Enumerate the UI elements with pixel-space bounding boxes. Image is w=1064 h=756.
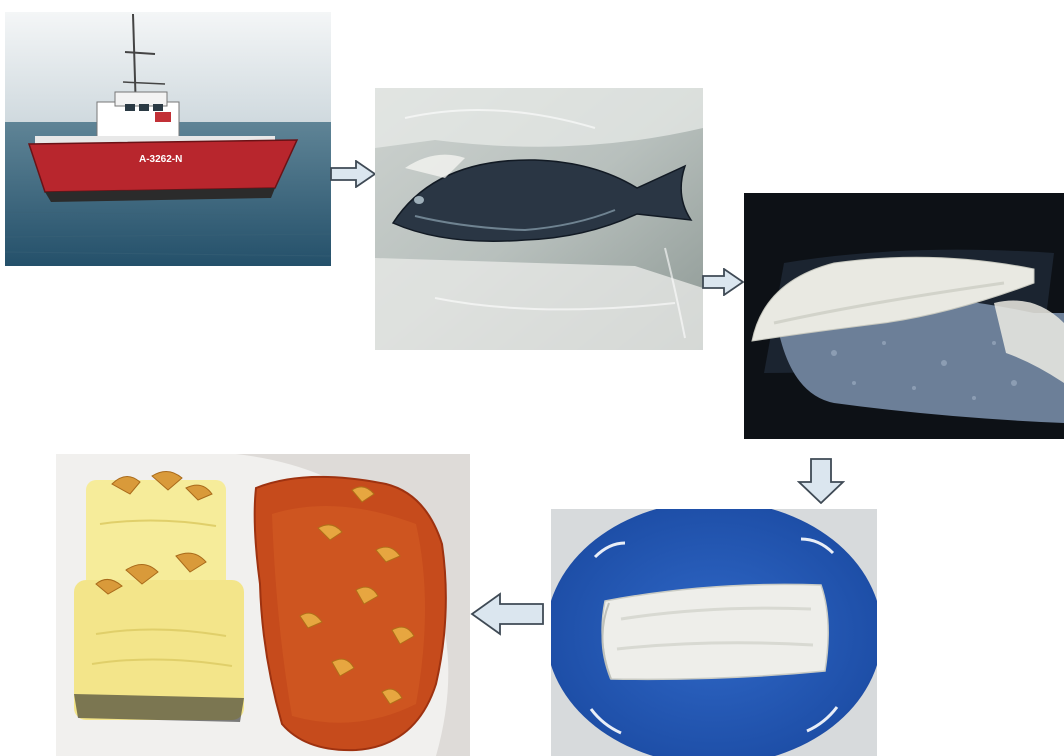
whole-fish-in-bag-photo (375, 88, 703, 350)
arrow-left-icon (470, 592, 544, 636)
arrow-right-icon (702, 268, 744, 296)
raw-fillets-photo (744, 193, 1064, 439)
cod-loin-on-plate-photo (551, 509, 877, 756)
hull-marking: A-3262-N (139, 154, 182, 165)
arrow-right-icon (330, 160, 376, 188)
cooked-dish-photo (56, 454, 470, 756)
fishing-boat-photo: A-3262-N (5, 12, 331, 266)
arrow-down-icon (797, 458, 845, 504)
